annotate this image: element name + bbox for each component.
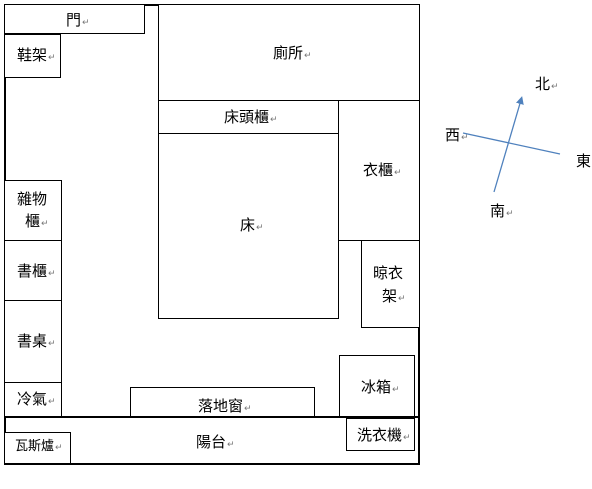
desk (4, 300, 62, 383)
bedside-cabinet-label: 床頭櫃↵ (224, 108, 278, 126)
drying-rack-label-1: 晾衣 (373, 264, 404, 282)
storage-cabinet-label-1: 雜物 (17, 190, 48, 208)
storage-cabinet-label-2: 櫃↵ (25, 212, 49, 230)
air-conditioner (4, 382, 62, 417)
gas-stove-label: 瓦斯爐↵ (15, 439, 63, 454)
toilet-label: 廁所↵ (273, 44, 312, 62)
door (4, 4, 145, 34)
toilet (158, 4, 420, 101)
compass-east-label: 東 (576, 152, 592, 170)
balcony-label: 陽台↵ (196, 433, 235, 451)
shoe-rack (4, 34, 61, 78)
compass-south-label: 南↵ (490, 202, 514, 220)
bedside-cabinet (158, 100, 339, 134)
north-south-arrow (493, 96, 524, 193)
drying-rack (361, 240, 420, 328)
bed-label: 床↵ (240, 216, 264, 234)
washing-machine (346, 418, 415, 451)
door-label: 門↵ (66, 11, 90, 29)
bed (158, 133, 339, 319)
washing-machine-label: 洗衣機↵ (357, 426, 411, 444)
wardrobe (338, 100, 420, 241)
desk-label: 書桌↵ (17, 332, 56, 350)
east-west-line (462, 132, 561, 155)
french-window-label: 落地窗↵ (198, 397, 252, 415)
bookcase (4, 240, 62, 301)
drying-rack-label-2: 架↵ (382, 287, 406, 305)
gas-stove (4, 432, 71, 464)
compass-west-label: 西↵ (445, 126, 469, 144)
fridge-label: 冰箱↵ (361, 378, 400, 396)
wardrobe-label: 衣櫃↵ (363, 161, 402, 179)
bookcase-label: 書櫃↵ (17, 262, 56, 280)
shoe-rack-label: 鞋架↵ (17, 46, 56, 64)
air-conditioner-label: 冷氣↵ (17, 390, 56, 408)
compass-north-label: 北↵ (535, 75, 559, 93)
storage-cabinet (4, 180, 62, 241)
